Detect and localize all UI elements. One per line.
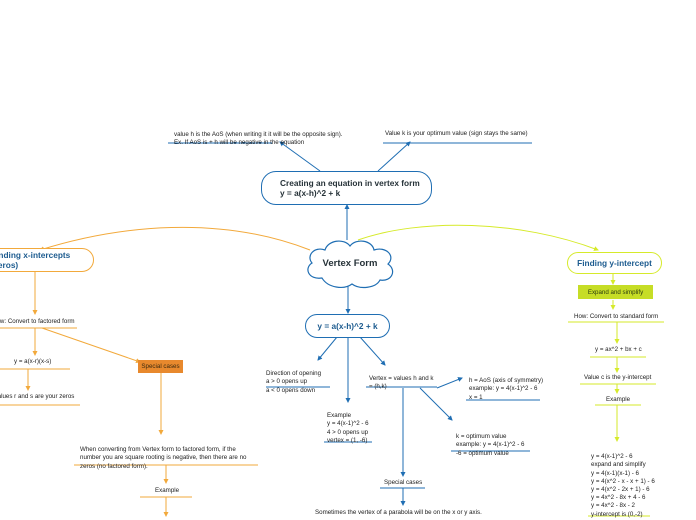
central-topic[interactable]: Vertex Form bbox=[322, 258, 378, 269]
expand-simplify-badge[interactable]: Expand and simplify bbox=[578, 285, 653, 299]
x-intercepts-node[interactable]: Finding x-intercepts (zeros) bbox=[0, 248, 94, 272]
central-cloud-shape bbox=[307, 240, 394, 289]
lime-connectors bbox=[357, 224, 664, 517]
bottom-special-note: Sometimes the vertex of a parabola will … bbox=[315, 509, 482, 516]
orange-connectors bbox=[0, 226, 311, 517]
left-special-note: When converting from Vertex form to fact… bbox=[80, 446, 247, 470]
y-intercept-node[interactable]: Finding y-intercept bbox=[567, 252, 662, 274]
note-k-value: Value k is your optimum value (sign stay… bbox=[385, 130, 528, 137]
creating-equation-formula: y = a(x-h)^2 + k bbox=[280, 188, 341, 198]
y-intercept-title: Finding y-intercept bbox=[577, 258, 652, 268]
c-value-label: Value c is the y-intercept bbox=[584, 374, 652, 381]
creating-equation-node[interactable]: Creating an equation in vertex form y = … bbox=[261, 171, 432, 205]
left-special-cases-badge[interactable]: Special cases bbox=[138, 360, 183, 373]
convert-factored-label: How: Convert to factored form bbox=[0, 318, 75, 325]
right-example-label: Example bbox=[606, 396, 631, 403]
note-h-value: value h is the AoS (when writing it it w… bbox=[174, 131, 343, 147]
standard-form-label: y = ax^2 + bx + c bbox=[595, 346, 642, 353]
vertex-form-equation-title: y = a(x-h)^2 + k bbox=[317, 321, 378, 331]
creating-equation-title: Creating an equation in vertex form bbox=[280, 178, 420, 188]
vertex-form-equation-node[interactable]: y = a(x-h)^2 + k bbox=[305, 314, 390, 338]
aos-note: h = AoS (axis of symmetry)example: y = 4… bbox=[469, 377, 544, 401]
blue-connectors bbox=[168, 141, 540, 506]
zeros-label: Values r and s are your zeros bbox=[0, 393, 75, 400]
vertex-values: Vertex = values h and k= (h,k) bbox=[369, 375, 434, 391]
x-intercepts-title: Finding x-intercepts (zeros) bbox=[0, 250, 71, 270]
left-example-label: Example bbox=[155, 487, 180, 494]
factored-form-label: y = a(x-r)(x-s) bbox=[14, 358, 52, 365]
convert-standard-label: How: Convert to standard form bbox=[574, 313, 659, 320]
bottom-special-cases: Special cases bbox=[384, 479, 423, 486]
